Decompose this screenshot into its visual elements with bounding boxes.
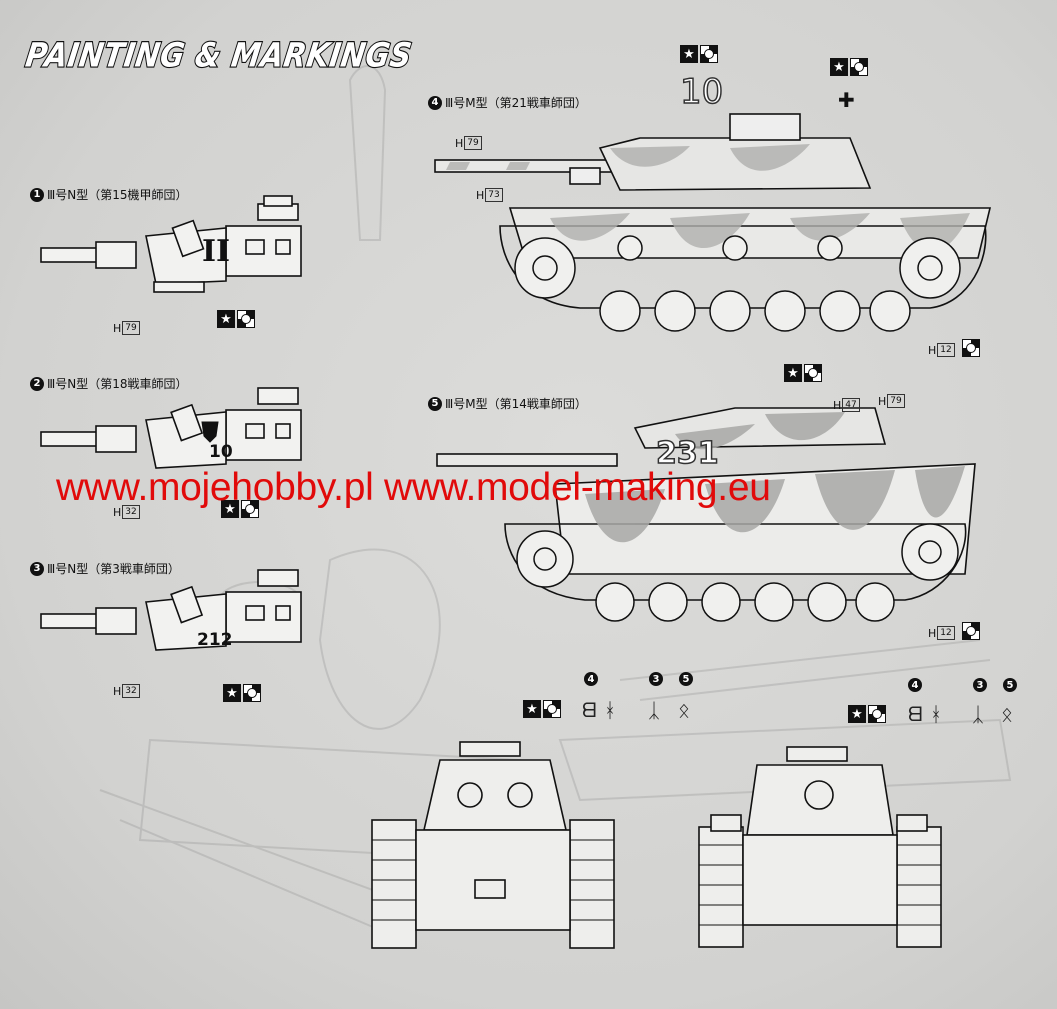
variant-number: 5 (1003, 678, 1017, 692)
insignia-pair: ★ (784, 364, 822, 382)
checker-circle-icon (962, 622, 980, 640)
tactical-marking: 10 (209, 442, 233, 462)
variant-number: 5 (679, 672, 693, 686)
insignia-single (962, 622, 980, 640)
division-rune: ᛟ (678, 698, 690, 722)
insignia-pair: ★ (223, 684, 261, 702)
insignia-pair: ★ (848, 705, 886, 723)
star-icon: ★ (848, 705, 866, 723)
division-rune: ᗺ (582, 698, 597, 722)
turret-side-view-3 (40, 569, 302, 651)
insignia-pair: ★ (221, 500, 259, 518)
checker-circle-icon (243, 684, 261, 702)
star-icon: ★ (523, 700, 541, 718)
star-icon: ★ (680, 45, 698, 63)
tank-side-view-4 (434, 113, 992, 332)
variant-number: 3 (30, 561, 44, 576)
balkenkreuz-icon: ✚ (838, 88, 855, 112)
tactical-marking: 212 (197, 630, 233, 650)
variant-number: 1 (30, 187, 44, 202)
division-shield-icon (201, 421, 219, 443)
division-rune: ᛣ (648, 698, 660, 722)
checker-circle-icon (237, 310, 255, 328)
variant-2-label: 2 Ⅲ号N型（第18戦車師団） (30, 375, 188, 392)
variant-number: 3 (649, 672, 663, 686)
insignia-single (962, 339, 980, 357)
variant-title: Ⅲ号M型（第14戦車師団） (445, 397, 587, 411)
turret-side-view-2 (40, 387, 302, 469)
division-rune: ᗺ (908, 702, 923, 726)
variant-number: 4 (584, 672, 598, 686)
variant-number: 3 (973, 678, 987, 692)
variant-4-label: 4 Ⅲ号M型（第21戦車師団） (428, 94, 587, 111)
variant-3-label: 3 Ⅲ号N型（第3戦車師団） (30, 560, 180, 577)
turret-number: 231 (655, 435, 719, 472)
insignia-pair: ★ (680, 45, 718, 63)
variant-number: 5 (428, 396, 442, 411)
tank-front-view (371, 741, 615, 949)
variant-title: Ⅲ号N型（第18戦車師団） (47, 377, 188, 391)
variant-title: Ⅲ号M型（第21戦車師団） (445, 96, 587, 110)
star-icon: ★ (784, 364, 802, 382)
division-rune: ᚼ (604, 698, 616, 722)
variant-1-label: 1 Ⅲ号N型（第15機甲師団） (30, 186, 188, 203)
variant-title: Ⅲ号N型（第3戦車師団） (47, 562, 180, 576)
star-icon: ★ (221, 500, 239, 518)
variant-title: Ⅲ号N型（第15機甲師団） (47, 188, 188, 202)
division-rune: ᛣ (972, 702, 984, 726)
tactical-marking: II (202, 234, 231, 269)
checker-circle-icon (700, 45, 718, 63)
watermark-text: www.mojehobby.pl www.model-making.eu (56, 466, 771, 509)
division-rune: ᚼ (930, 702, 942, 726)
turret-side-view-1 (40, 195, 302, 293)
star-icon: ★ (830, 58, 848, 76)
checker-circle-icon (804, 364, 822, 382)
insignia-pair: ★ (523, 700, 561, 718)
checker-circle-icon (241, 500, 259, 518)
turret-number: 10 (679, 71, 724, 113)
insignia-pair: ★ (217, 310, 255, 328)
variant-number: 2 (30, 376, 44, 391)
tank-rear-view (698, 746, 942, 948)
checker-circle-icon (850, 58, 868, 76)
division-rune: ᛟ (1001, 702, 1013, 726)
star-icon: ★ (223, 684, 241, 702)
checker-circle-icon (543, 700, 561, 718)
tank-side-view-5 (436, 407, 976, 622)
page-title: PAINTING & MARKINGS (22, 34, 415, 75)
variant-number: 4 (428, 95, 442, 110)
insignia-pair: ★ (830, 58, 868, 76)
checker-circle-icon (868, 705, 886, 723)
checker-circle-icon (962, 339, 980, 357)
variant-number: 4 (908, 678, 922, 692)
star-icon: ★ (217, 310, 235, 328)
variant-5-label: 5 Ⅲ号M型（第14戦車師団） (428, 395, 587, 412)
